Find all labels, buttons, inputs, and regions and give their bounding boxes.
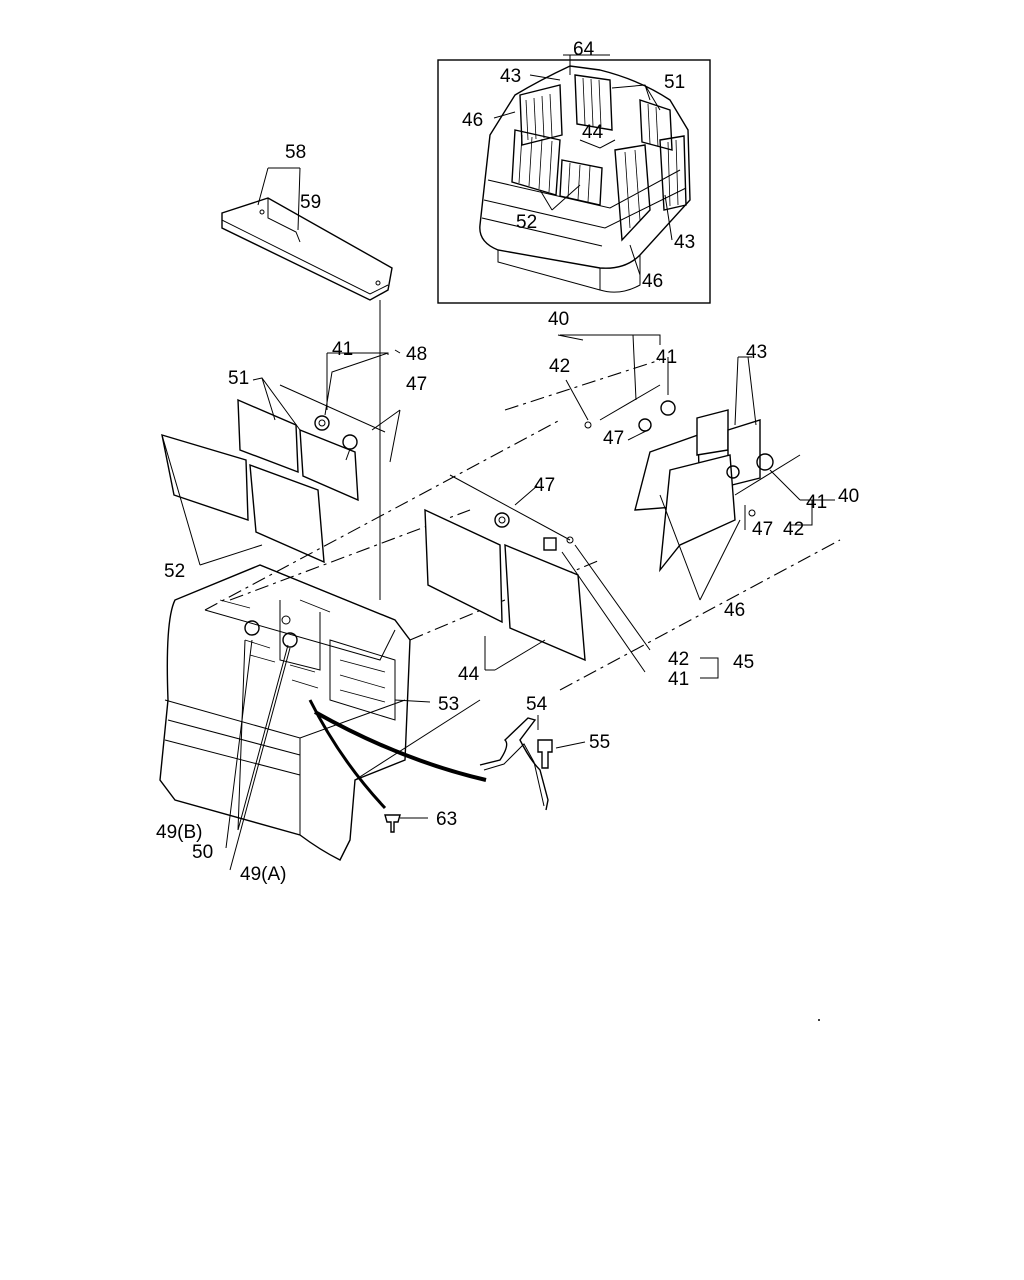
label-45: 45: [733, 652, 754, 673]
bolt-41-center: [543, 536, 574, 551]
right-panels: [557, 334, 835, 601]
stray-dot: [818, 1019, 820, 1021]
callout-labels: 64 43 51 46 44 52 43 46 58 59 40 42 41 4…: [156, 39, 859, 885]
label-41-top-right: 41: [656, 347, 677, 368]
bolt-63: [384, 814, 401, 833]
bolt-41-right: [660, 400, 774, 479]
label-54: 54: [526, 694, 548, 715]
label-49a: 49(A): [240, 864, 286, 885]
label-47-mid-right: 47: [603, 428, 624, 449]
label-40-right: 40: [838, 486, 859, 507]
label-47-right: 47: [752, 519, 773, 540]
label-51-inset: 51: [664, 72, 685, 93]
label-40-top: 40: [548, 309, 569, 330]
label-41-top-left: 41: [332, 339, 353, 360]
label-50: 50: [192, 842, 213, 863]
label-63: 63: [436, 809, 457, 830]
label-42-center: 42: [668, 649, 689, 670]
label-58: 58: [285, 142, 306, 163]
label-43-inset-bottom: 43: [674, 232, 695, 253]
top-plate: [221, 167, 393, 340]
label-47-left: 47: [406, 374, 427, 395]
bolt-47-center: [494, 512, 510, 528]
label-47-center: 47: [534, 475, 555, 496]
bolt-49-50: [244, 615, 298, 648]
bolt-41-left: [314, 415, 330, 431]
label-48: 48: [406, 344, 427, 365]
label-43-right: 43: [746, 342, 767, 363]
bolt-55: [537, 739, 586, 769]
pipe-54: [479, 715, 549, 811]
label-44-inset: 44: [582, 122, 604, 143]
label-55: 55: [589, 732, 610, 753]
label-46-inset-bottom: 46: [642, 271, 663, 292]
inset-panel-hatching: [511, 74, 687, 242]
label-49b: 49(B): [156, 822, 202, 843]
label-43-inset-top: 43: [500, 66, 521, 87]
center-panels: [424, 474, 719, 679]
label-52-inset: 52: [516, 212, 537, 233]
label-53: 53: [438, 694, 459, 715]
label-46-inset-left: 46: [462, 110, 483, 131]
bolt-47-left: [342, 434, 358, 461]
label-42-top: 42: [549, 356, 570, 377]
label-59: 59: [300, 192, 321, 213]
label-41-center: 41: [668, 669, 689, 690]
label-51-left: 51: [228, 368, 249, 389]
label-52-left: 52: [164, 561, 185, 582]
label-42-right: 42: [783, 519, 804, 540]
label-46-right: 46: [724, 600, 745, 621]
label-64: 64: [573, 39, 595, 60]
left-panels: [161, 340, 401, 600]
label-41-right: 41: [806, 492, 827, 513]
label-44-center: 44: [458, 664, 480, 685]
inset-assembled-view: [437, 54, 711, 304]
